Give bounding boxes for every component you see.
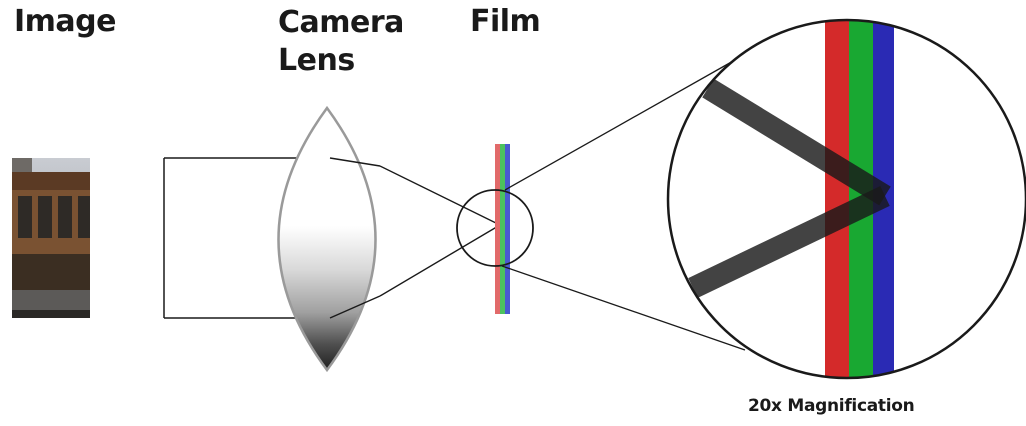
image-label: Image: [14, 4, 116, 39]
camera-lens-label-line2: Lens: [278, 42, 404, 80]
camera-lens-label: Camera Lens: [278, 4, 404, 80]
camera-lens-label-line1: Camera: [278, 4, 404, 42]
magnified-view: [668, 15, 1026, 385]
magnification-label: 20x Magnification: [748, 396, 914, 416]
projection-box: [90, 158, 164, 318]
film-strip: [495, 144, 510, 314]
camera-lens: [279, 108, 376, 370]
film-layer-red: [825, 15, 849, 385]
film-label: Film: [470, 4, 540, 39]
